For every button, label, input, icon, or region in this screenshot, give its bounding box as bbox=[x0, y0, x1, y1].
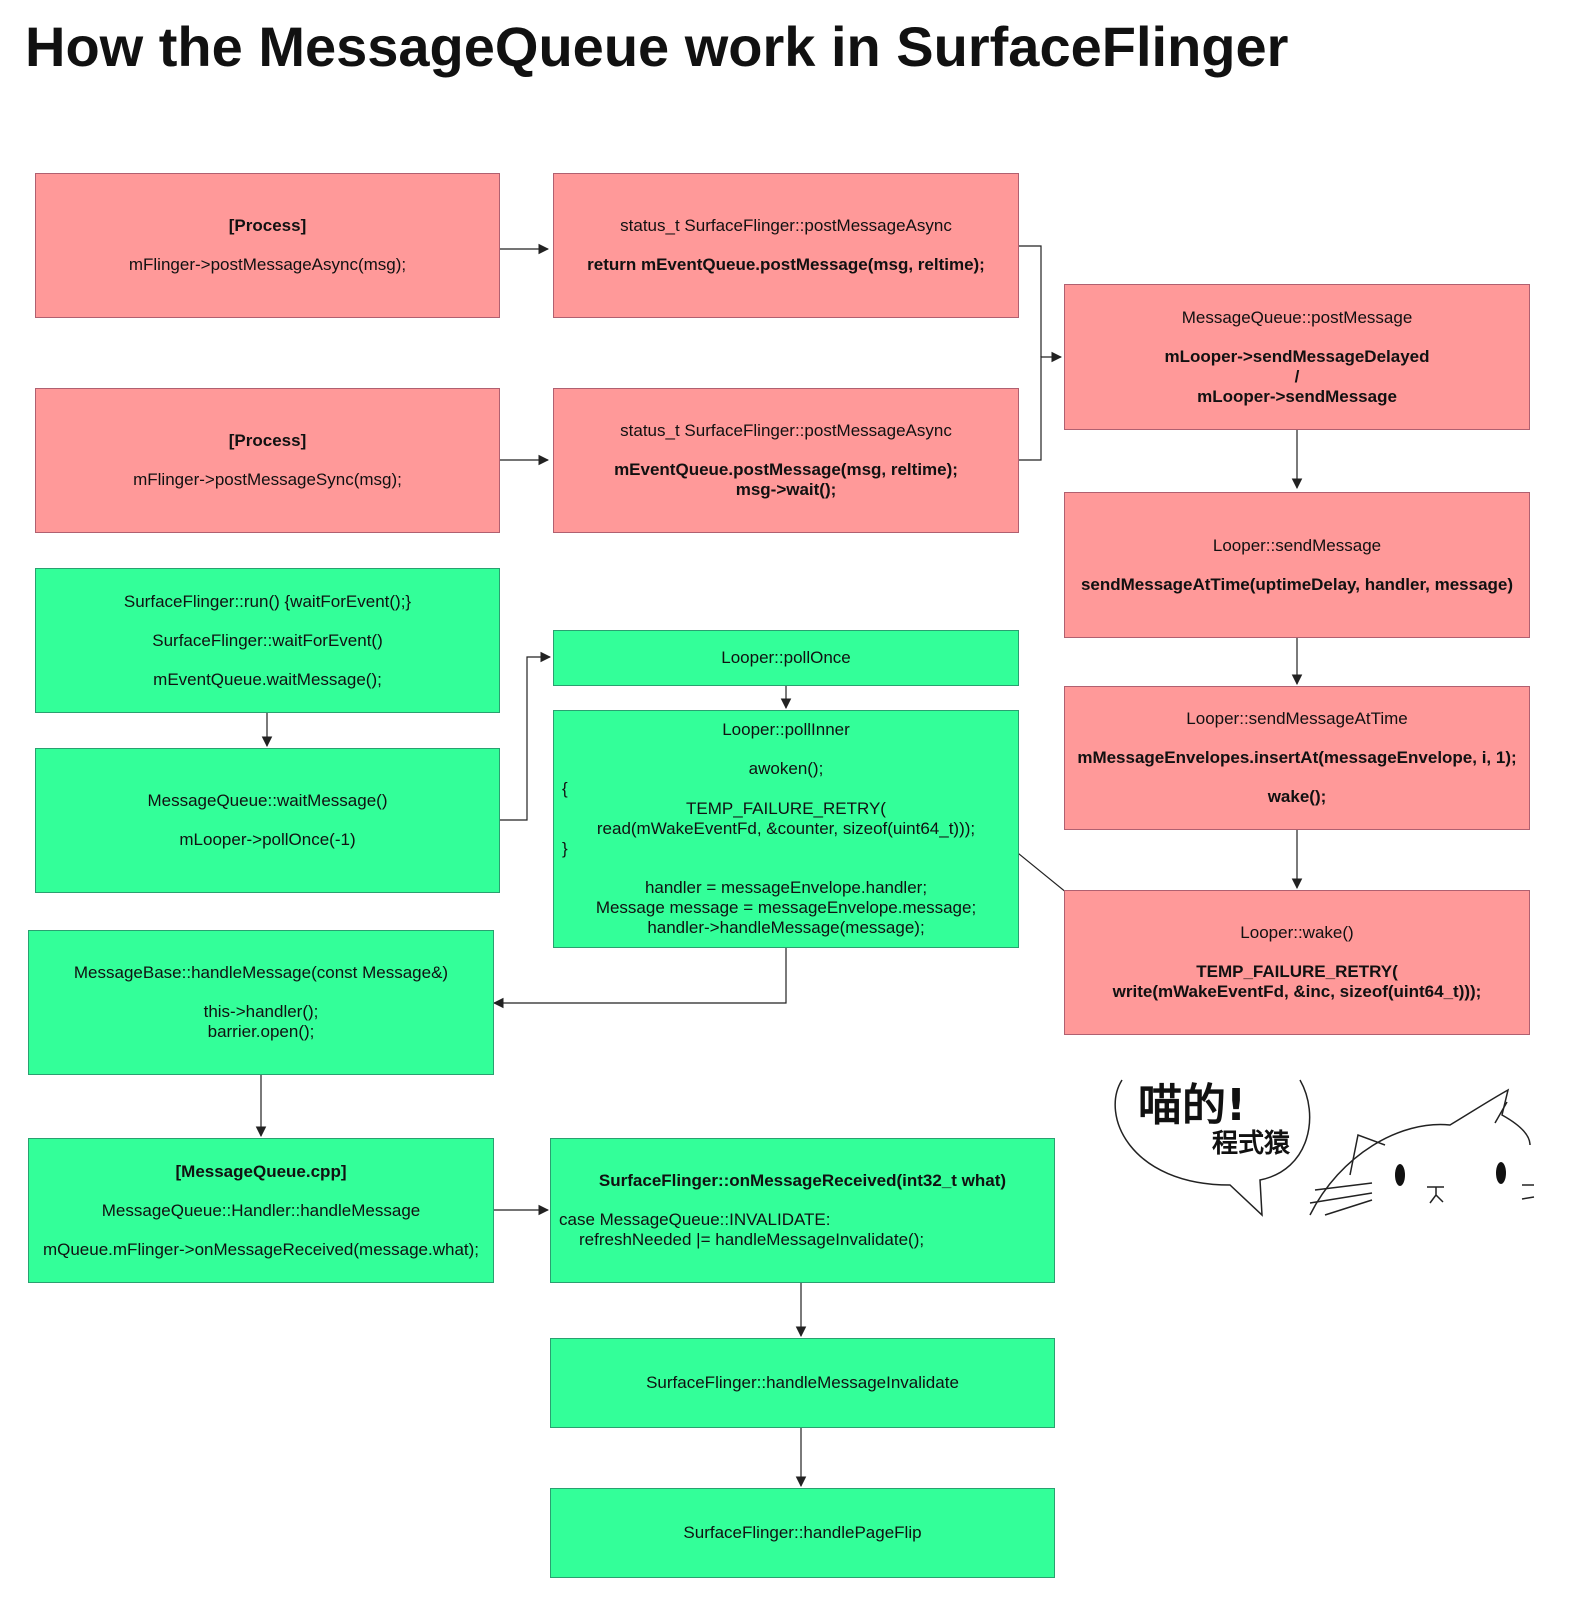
wait-message-line-1: MessageQueue::waitMessage() bbox=[147, 791, 388, 810]
mq-handler-heading: [MessageQueue.cpp] bbox=[175, 1161, 347, 1181]
poll-once-box: Looper::pollOnce bbox=[553, 630, 1019, 686]
on-received-heading: SurfaceFlinger::onMessageReceived(int32_… bbox=[598, 1171, 1007, 1190]
mq-post-message-box: MessageQueue::postMessage mLooper->sendM… bbox=[1064, 284, 1530, 430]
send-at-time-signature: Looper::sendMessageAtTime bbox=[1186, 709, 1408, 728]
mascot-speech: 喵的! bbox=[1138, 1080, 1247, 1131]
process-sync-call: mFlinger->postMessageSync(msg); bbox=[133, 470, 402, 489]
looper-send-body: sendMessageAtTime(uptimeDelay, handler, … bbox=[1080, 574, 1514, 594]
mascot-caption: 程式猿 bbox=[1212, 1129, 1291, 1159]
poll-inner-line-5: read(mWakeEventFd, &counter, sizeof(uint… bbox=[596, 819, 976, 838]
edge-wait-message-to-poll-once bbox=[500, 651, 552, 821]
page-flip-label: SurfaceFlinger::handlePageFlip bbox=[683, 1523, 922, 1542]
edge-post-sync-to-mq-post bbox=[1019, 351, 1063, 461]
on-received-line-1: case MessageQueue::INVALIDATE: bbox=[559, 1210, 831, 1229]
poll-inner-line-1: Looper::pollInner bbox=[722, 720, 850, 739]
poll-once-label: Looper::pollOnce bbox=[721, 648, 851, 667]
post-sync-box: status_t SurfaceFlinger::postMessageAsyn… bbox=[553, 388, 1019, 533]
handle-message-box: MessageBase::handleMessage(const Message… bbox=[28, 930, 494, 1075]
looper-send-message-box: Looper::sendMessage sendMessageAtTime(up… bbox=[1064, 492, 1530, 638]
sf-run-line-1: SurfaceFlinger::run() {waitForEvent();} bbox=[123, 591, 412, 611]
mq-handler-line-2: mQueue.mFlinger->onMessageReceived(messa… bbox=[42, 1239, 480, 1259]
wake-body-1: TEMP_FAILURE_RETRY( bbox=[1196, 962, 1398, 981]
handle-message-line-2: this->handler(); bbox=[203, 1002, 319, 1021]
cat-mascot-drawing bbox=[1114, 1079, 1535, 1217]
poll-inner-line-6: } bbox=[562, 839, 568, 858]
poll-inner-line-4: TEMP_FAILURE_RETRY( bbox=[686, 799, 886, 818]
process-sync-heading: [Process] bbox=[228, 431, 307, 450]
mq-post-body-2: / bbox=[1294, 366, 1300, 386]
poll-inner-line-3: { bbox=[562, 779, 568, 798]
process-async-heading: [Process] bbox=[228, 216, 307, 235]
mq-post-body-3: mLooper->sendMessage bbox=[1197, 386, 1397, 406]
post-async-body: return mEventQueue.postMessage(msg, relt… bbox=[587, 255, 985, 274]
mq-handler-line-1: MessageQueue::Handler::handleMessage bbox=[101, 1200, 421, 1220]
wake-body-2: write(mWakeEventFd, &inc, sizeof(uint64_… bbox=[1112, 982, 1482, 1001]
handle-message-line-3: barrier.open(); bbox=[207, 1022, 315, 1041]
poll-inner-line-2: awoken(); bbox=[748, 759, 824, 778]
poll-inner-line-7: handler = messageEnvelope.handler; bbox=[644, 878, 928, 897]
post-sync-body-1: mEventQueue.postMessage(msg, reltime); bbox=[614, 460, 958, 479]
poll-inner-box: Looper::pollInner awoken(); { TEMP_FAILU… bbox=[553, 710, 1019, 948]
mq-handler-box: [MessageQueue.cpp] MessageQueue::Handler… bbox=[28, 1138, 494, 1283]
cat-mascot: 喵的! 程式猿 bbox=[1110, 1075, 1540, 1235]
handle-message-line-1: MessageBase::handleMessage(const Message… bbox=[73, 963, 449, 982]
on-received-line-2: refreshNeeded |= handleMessageInvalidate… bbox=[579, 1230, 925, 1249]
send-at-time-body-1: mMessageEnvelopes.insertAt(messageEnvelo… bbox=[1077, 748, 1517, 767]
post-sync-signature: status_t SurfaceFlinger::postMessageAsyn… bbox=[620, 421, 952, 440]
wake-signature: Looper::wake() bbox=[1240, 923, 1354, 942]
poll-inner-line-9: handler->handleMessage(message); bbox=[647, 918, 925, 937]
invalidate-label: SurfaceFlinger::handleMessageInvalidate bbox=[646, 1373, 959, 1392]
send-at-time-body-2: wake(); bbox=[1267, 787, 1327, 806]
cat-left-eye bbox=[1395, 1164, 1405, 1186]
edge-post-async-to-mq-post bbox=[1019, 245, 1042, 357]
poll-inner-line-8: Message message = messageEnvelope.messag… bbox=[595, 898, 977, 917]
cat-right-eye bbox=[1496, 1162, 1506, 1184]
process-sync-box: [Process] mFlinger->postMessageSync(msg)… bbox=[35, 388, 500, 533]
page-title: How the MessageQueue work in SurfaceFlin… bbox=[25, 15, 1289, 78]
edge-poll-inner-to-handle-message bbox=[492, 948, 787, 1009]
sf-run-box: SurfaceFlinger::run() {waitForEvent();} … bbox=[35, 568, 500, 713]
post-sync-body-2: msg->wait(); bbox=[735, 480, 837, 499]
send-at-time-box: Looper::sendMessageAtTime mMessageEnvelo… bbox=[1064, 686, 1530, 830]
looper-wake-box: Looper::wake() TEMP_FAILURE_RETRY( write… bbox=[1064, 890, 1530, 1035]
looper-send-signature: Looper::sendMessage bbox=[1212, 535, 1382, 555]
process-async-box: [Process] mFlinger->postMessageAsync(msg… bbox=[35, 173, 500, 318]
post-async-signature: status_t SurfaceFlinger::postMessageAsyn… bbox=[620, 216, 952, 235]
wait-message-box: MessageQueue::waitMessage() mLooper->pol… bbox=[35, 748, 500, 893]
post-async-box: status_t SurfaceFlinger::postMessageAsyn… bbox=[553, 173, 1019, 318]
on-message-received-box: SurfaceFlinger::onMessageReceived(int32_… bbox=[550, 1138, 1055, 1283]
handle-invalidate-box: SurfaceFlinger::handleMessageInvalidate bbox=[550, 1338, 1055, 1428]
handle-page-flip-box: SurfaceFlinger::handlePageFlip bbox=[550, 1488, 1055, 1578]
wait-message-line-2: mLooper->pollOnce(-1) bbox=[179, 830, 356, 849]
sf-run-line-3: mEventQueue.waitMessage(); bbox=[153, 669, 382, 689]
process-async-call: mFlinger->postMessageAsync(msg); bbox=[128, 255, 407, 274]
sf-run-line-2: SurfaceFlinger::waitForEvent() bbox=[152, 630, 383, 650]
mq-post-body-1: mLooper->sendMessageDelayed bbox=[1164, 346, 1430, 366]
mq-post-signature: MessageQueue::postMessage bbox=[1181, 307, 1413, 327]
